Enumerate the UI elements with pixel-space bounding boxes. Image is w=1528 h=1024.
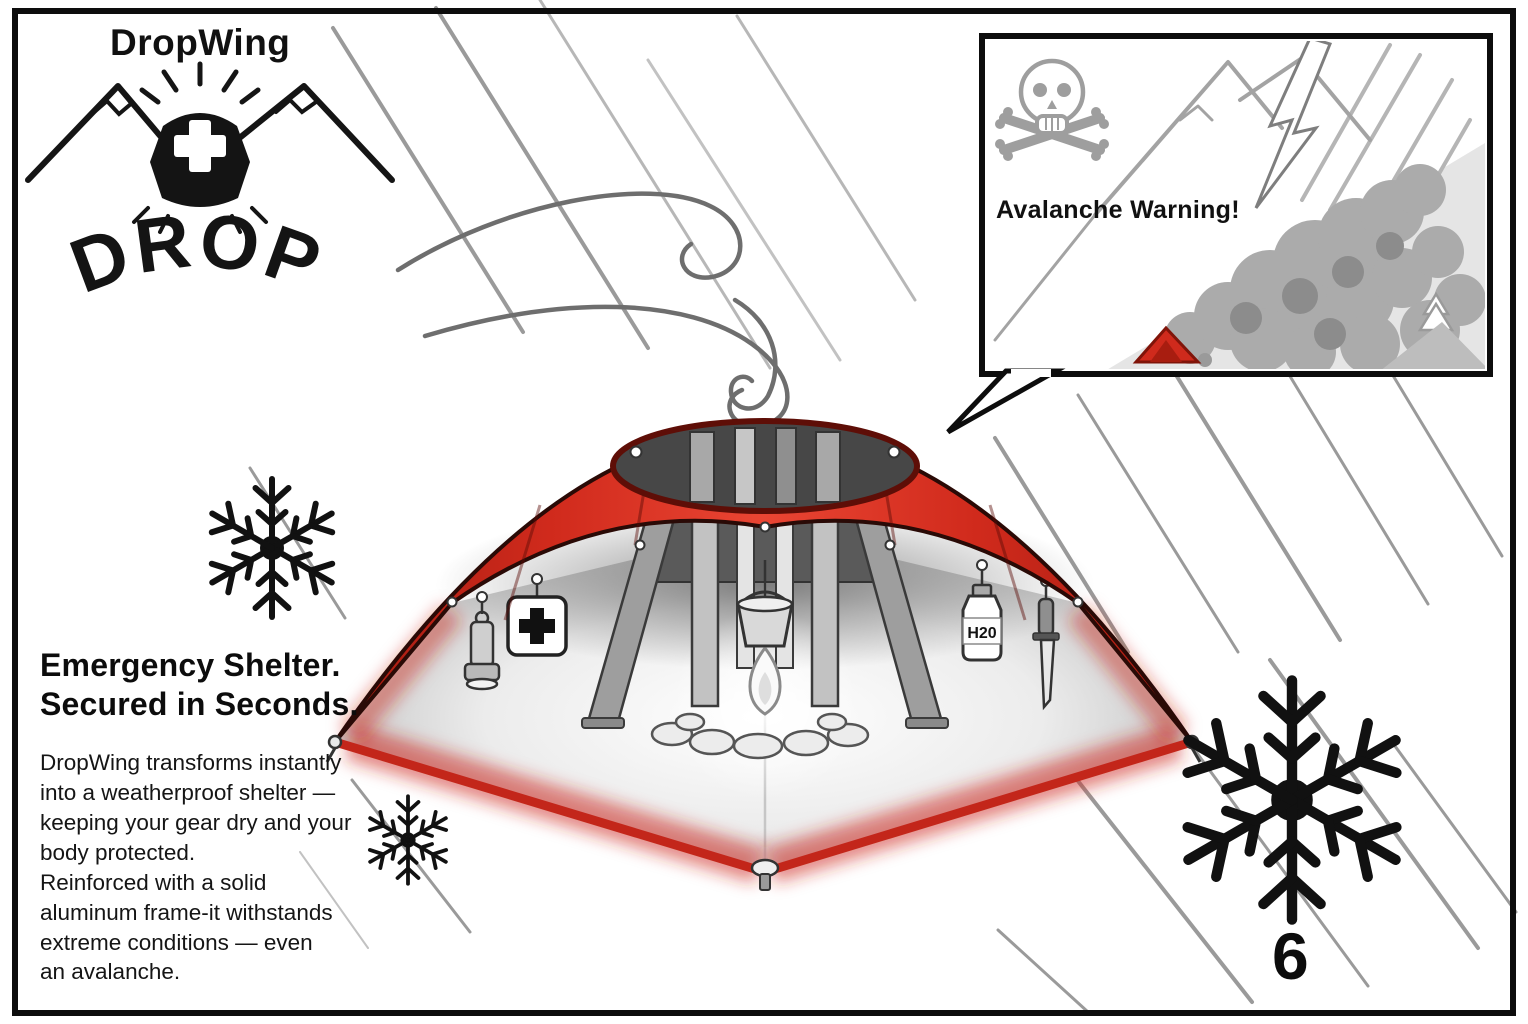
pot-icon xyxy=(736,560,794,648)
water-bottle-label: H20 xyxy=(967,625,996,642)
lightning-icon xyxy=(1254,41,1333,209)
headline: Emergency Shelter. Secured in Seconds. xyxy=(40,647,359,723)
flashlight-icon xyxy=(463,591,501,691)
water-bottle-icon: H20 xyxy=(961,559,1003,662)
first-aid-kit-icon xyxy=(506,573,568,657)
roof-vent xyxy=(610,418,920,514)
brand-logo: DROP xyxy=(25,61,395,310)
body-copy: DropWing transforms instantly into a wea… xyxy=(40,750,352,985)
pine-tree-icon xyxy=(1417,291,1455,340)
sun-rays-icon xyxy=(139,61,261,105)
logo-drop-text: DROP xyxy=(60,197,331,309)
avalanche-scene xyxy=(993,41,1485,369)
snowflake-icon xyxy=(1174,680,1410,919)
snowflake-icon xyxy=(204,479,340,617)
brand-name: DropWing xyxy=(110,22,291,63)
shelter-cross-icon xyxy=(150,113,250,207)
svg-text:DROP: DROP xyxy=(60,197,335,309)
stake-front xyxy=(750,858,780,891)
page-number: 6 xyxy=(1272,919,1309,993)
stake-left xyxy=(325,734,343,763)
avalanche-warning-panel xyxy=(946,33,1493,435)
campfire-icon xyxy=(650,647,870,760)
tent-illustration: H20 xyxy=(325,418,1202,891)
panel-tent xyxy=(1132,325,1202,364)
mountain-icon xyxy=(25,83,395,183)
speech-tail xyxy=(946,368,1066,435)
skull-crossbones-icon xyxy=(995,58,1109,161)
avalanche-warning-caption: Avalanche Warning! xyxy=(996,196,1240,224)
